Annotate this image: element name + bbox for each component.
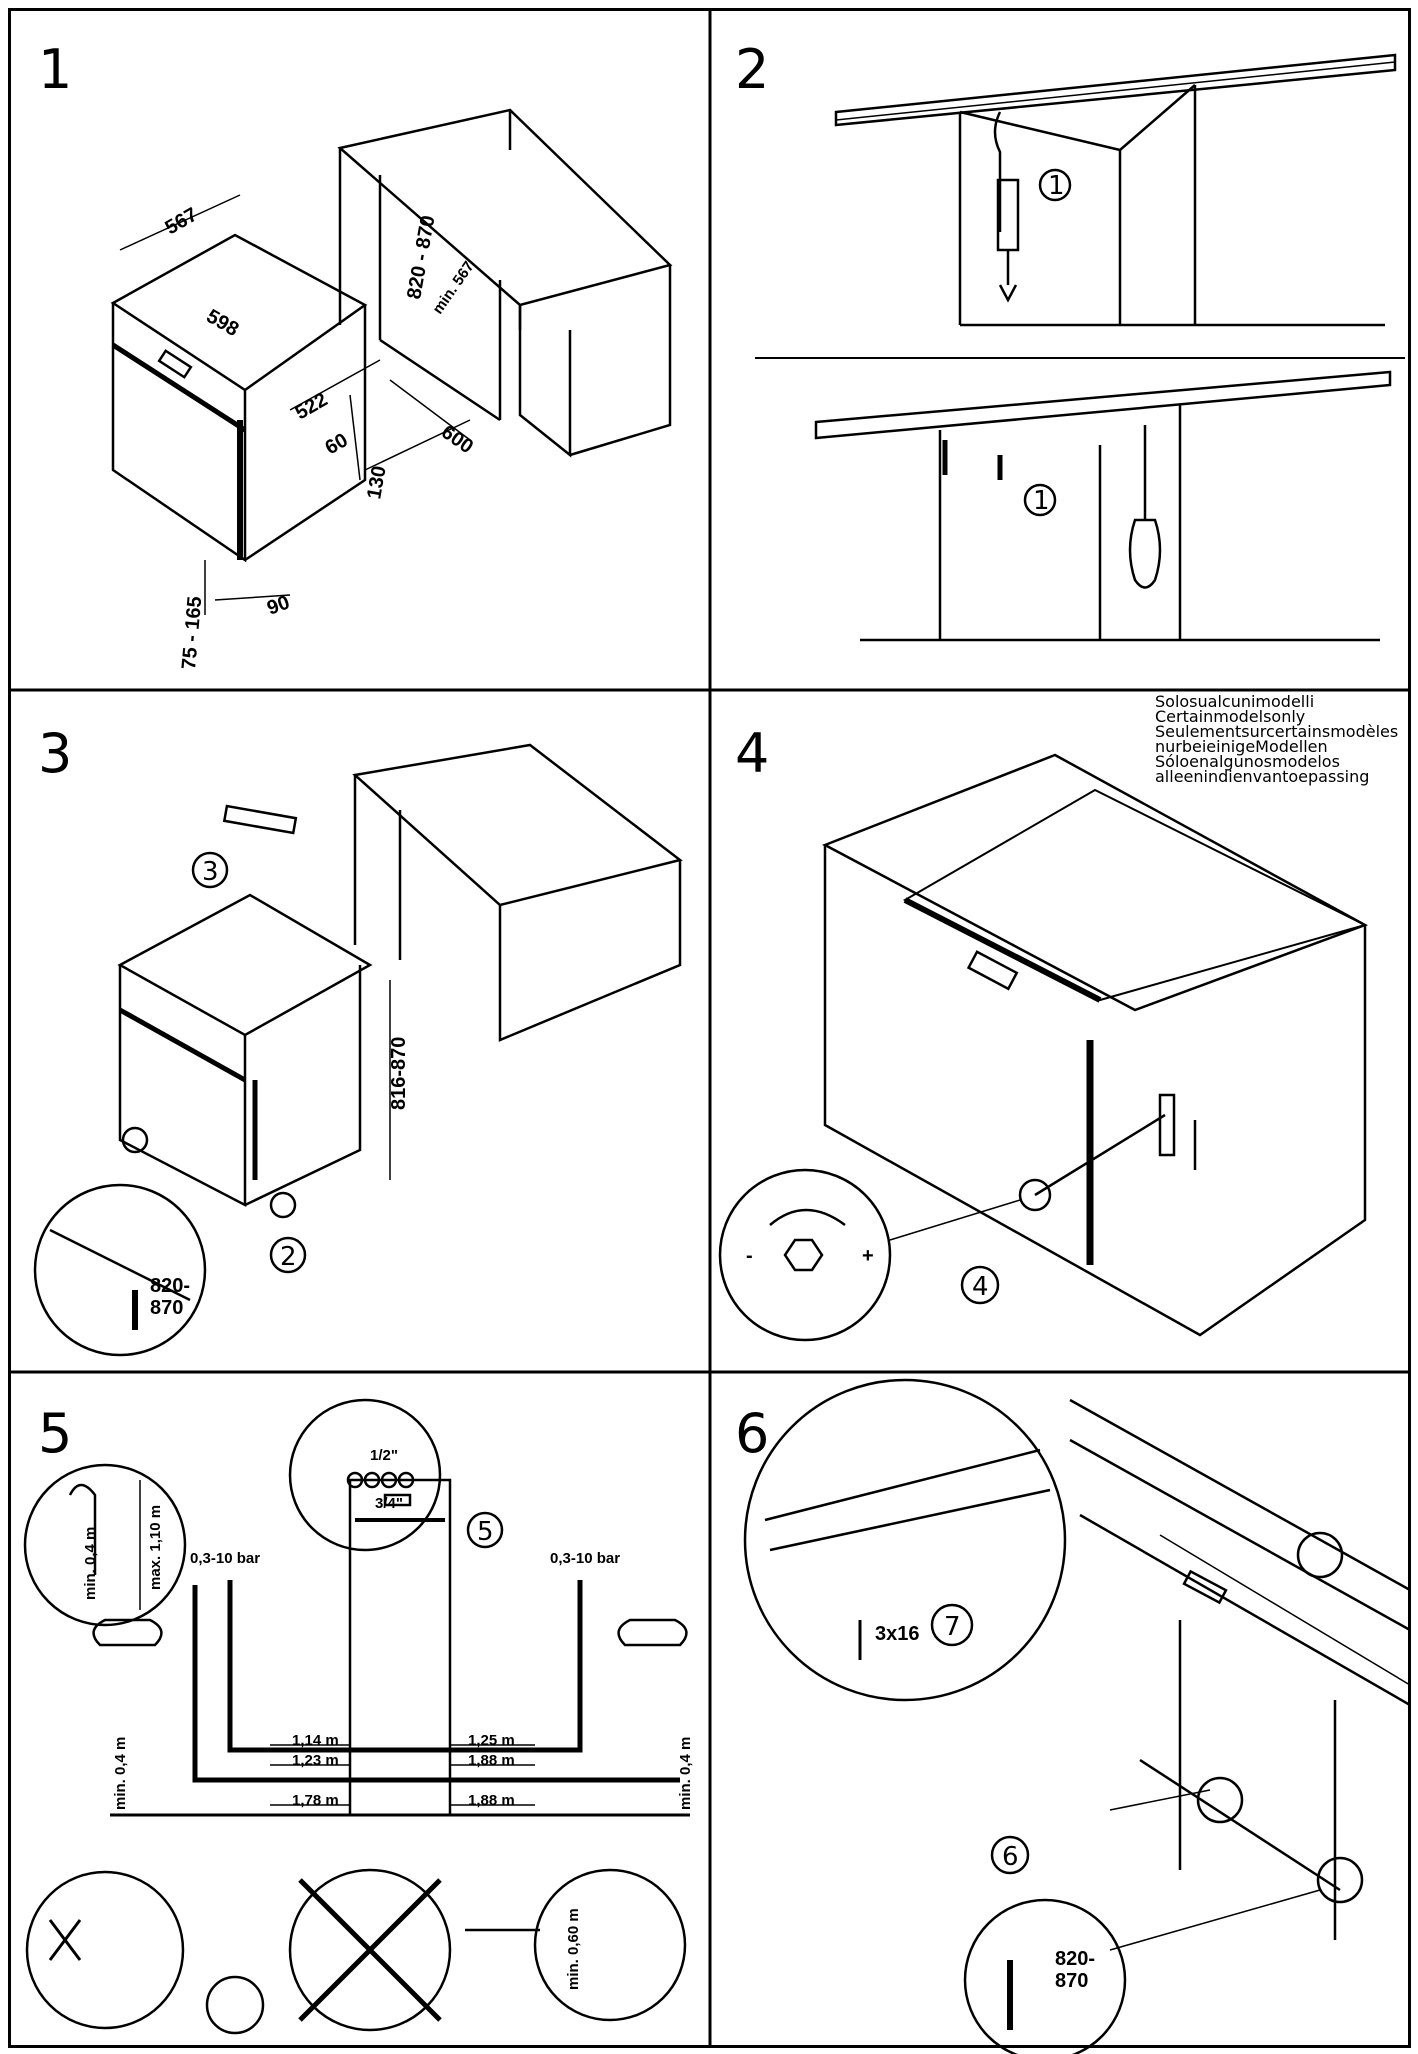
hose-1-25: 1,25 m xyxy=(468,1732,515,1749)
callout-1-lower: 1 xyxy=(1033,486,1050,516)
foot-detail-circle-6 xyxy=(963,1898,1127,2054)
note-line-en: Certainmodelsonly xyxy=(1155,707,1306,726)
panel-4-side-adjust: - + 4 xyxy=(718,753,1369,1342)
hose-1-23: 1,23 m xyxy=(292,1752,339,1769)
adjust-detail-circle xyxy=(718,1168,892,1342)
callout-6: 6 xyxy=(1002,1842,1019,1872)
dim-816-870: 816-870 xyxy=(388,1037,410,1110)
callout-1-circle xyxy=(1038,168,1072,202)
dim-522: 522 xyxy=(292,389,332,425)
note-line-es: Sóloenalgunosmodelos xyxy=(1155,752,1340,771)
plus-symbol: + xyxy=(862,1245,874,1267)
screwdriver-icon xyxy=(1128,518,1162,589)
correct-install-circle xyxy=(533,1868,687,2022)
screw-detail-circle xyxy=(743,1378,1067,1702)
note-line-de: nurbeieinigeModellen xyxy=(1155,737,1328,756)
hose-1-88-b: 1,88 m xyxy=(468,1792,515,1809)
panel-2-bracket-fixing: 1 1 xyxy=(755,53,1405,642)
sink-right-icon xyxy=(617,1618,688,1647)
dim-820-6: 820- xyxy=(1055,1948,1095,1970)
hose-1-88-a: 1,88 m xyxy=(468,1752,515,1769)
drain-detail-circle xyxy=(23,1463,187,1627)
step-number-1: 1 xyxy=(38,38,72,101)
dim-598: 598 xyxy=(203,305,243,341)
pressure-left: 0,3-10 bar xyxy=(190,1550,260,1567)
height-min-0-4-right: min. 0,4 m xyxy=(677,1737,694,1810)
step-number-4: 4 xyxy=(735,722,769,785)
wrong-install-circle xyxy=(288,1868,452,2032)
fitting-detail-circle xyxy=(288,1398,442,1552)
dim-820: 820- xyxy=(150,1275,190,1297)
panel-5-water-connections: 5 1,14 m 1,23 m 1,78 m 1,25 m 1,88 m 1,8… xyxy=(23,1398,694,2035)
dim-min-567: min. 567 xyxy=(429,258,477,317)
hose-1-78: 1,78 m xyxy=(292,1792,339,1809)
height-max-1-10: max. 1,10 m xyxy=(147,1505,164,1590)
callout-3: 3 xyxy=(202,857,219,887)
models-note: Solosualcunimodelli Certainmodelsonly Se… xyxy=(1155,692,1399,786)
dim-130: 130 xyxy=(363,464,390,501)
dim-60: 60 xyxy=(322,429,352,459)
note-line-nl: alleenindienvantoepassing xyxy=(1155,767,1370,786)
callout-5: 5 xyxy=(477,1517,494,1547)
screw-size: 3x16 xyxy=(875,1623,920,1645)
hose-clamp-icon xyxy=(205,1975,265,2035)
fitting-half-inch: 1/2" xyxy=(370,1447,398,1464)
dim-600: 600 xyxy=(437,421,477,458)
panel-3-height-adjust: 816-870 3 2 820- 870 xyxy=(33,743,683,1357)
siphon-detail-circle xyxy=(25,1870,185,2030)
callout-4: 4 xyxy=(972,1272,989,1302)
minus-symbol: - xyxy=(746,1245,753,1267)
callout-1-lower-circle xyxy=(1023,483,1057,517)
pressure-right: 0,3-10 bar xyxy=(550,1550,620,1567)
foot-detail-circle xyxy=(33,1183,207,1357)
callout-2: 2 xyxy=(280,1242,297,1272)
hose-1-14: 1,14 m xyxy=(292,1732,339,1749)
height-min-0-4-left: min. 0,4 m xyxy=(112,1737,129,1810)
height-min-0-4-detail: min. 0,4 m xyxy=(82,1527,99,1600)
dim-820-870: 820 - 870 xyxy=(403,214,439,301)
callout-7: 7 xyxy=(944,1612,961,1642)
dim-870-6: 870 xyxy=(1055,1970,1088,1992)
step-number-6: 6 xyxy=(735,1402,769,1465)
height-min-0-60: min. 0,60 m xyxy=(565,1908,582,1990)
step-number-5: 5 xyxy=(38,1402,72,1465)
dim-567: 567 xyxy=(162,204,202,240)
step-number-3: 3 xyxy=(38,722,72,785)
step-number-2: 2 xyxy=(735,38,769,101)
panel-6-fixing-screws: 3x16 7 6 820- 870 xyxy=(743,1378,1411,2054)
note-line-fr: Seulementsurcertainsmodèles xyxy=(1155,722,1399,741)
dim-75-165: 75 - 165 xyxy=(178,595,206,670)
callout-1-upper: 1 xyxy=(1048,171,1065,201)
panel-1-dishwasher-and-cabinet: 567 598 522 60 130 600 820 - 870 min. 56… xyxy=(110,108,673,670)
fitting-three-quarter-inch: 3/4" xyxy=(375,1495,403,1512)
dim-870: 870 xyxy=(150,1297,183,1319)
note-line-it: Solosualcunimodelli xyxy=(1155,692,1315,711)
sink-left-icon xyxy=(92,1618,163,1647)
